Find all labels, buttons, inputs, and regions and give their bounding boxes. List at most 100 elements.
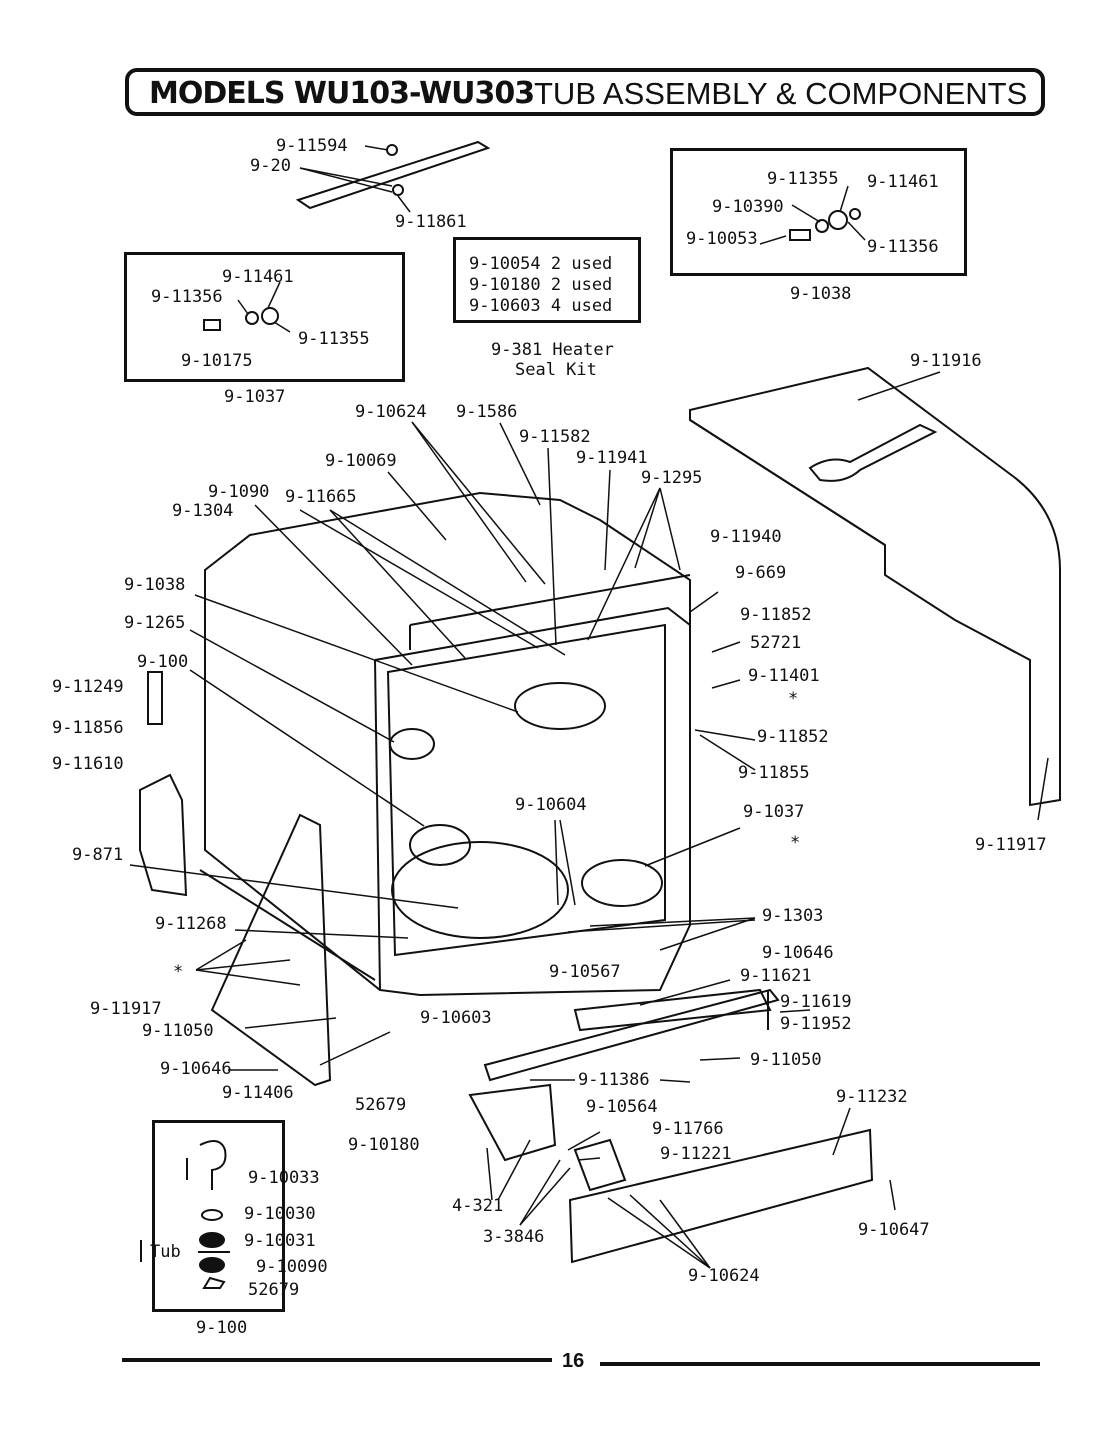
callout-9-11852-a: 9-11852: [740, 605, 812, 625]
callout-9-11221: 9-11221: [660, 1144, 732, 1164]
callout-9-11232: 9-11232: [836, 1087, 908, 1107]
callout-3-3846: 3-3846: [483, 1227, 545, 1247]
callout-9-11582: 9-11582: [519, 427, 591, 447]
latch-bracket: [573, 1138, 627, 1192]
left-frame: [210, 813, 332, 1087]
callout-tub-52679: 52679: [248, 1280, 300, 1300]
inset-box-9-1037: [124, 252, 405, 382]
callout-9-11401: 9-11401: [748, 666, 820, 686]
callout-inset-9-11461: 9-11461: [222, 267, 294, 287]
used-list-line-2: 9-10180 2 used: [469, 275, 613, 295]
title-bar: MODELS WU103-WU303 TUB ASSEMBLY & COMPON…: [125, 68, 1045, 116]
callout-star-c: *: [173, 962, 184, 982]
inset-label-9-100: 9-100: [196, 1318, 248, 1338]
callout-9-11952: 9-11952: [780, 1014, 852, 1034]
callout-9-1295: 9-1295: [641, 468, 703, 488]
used-list-line-1: 9-10054 2 used: [469, 254, 613, 274]
callout-9-10564: 9-10564: [586, 1097, 658, 1117]
callout-9-11940: 9-11940: [710, 527, 782, 547]
callout-star-b: *: [790, 833, 801, 853]
toe-plate: [568, 1128, 874, 1264]
used-list-box: [453, 237, 641, 323]
callout-9-11594: 9-11594: [276, 136, 348, 156]
callout-9-11050-right: 9-11050: [750, 1050, 822, 1070]
callout-9-11386: 9-11386: [578, 1070, 650, 1090]
bolt-part: [203, 319, 221, 331]
callout-9-10647: 9-10647: [858, 1220, 930, 1240]
callout-9-11249: 9-11249: [52, 677, 124, 697]
oval-9-1037: [581, 859, 663, 907]
section-title: TUB ASSEMBLY & COMPONENTS: [534, 76, 1028, 111]
callout-9-1586: 9-1586: [456, 402, 518, 422]
callout-9-100: 9-100: [137, 652, 189, 672]
callout-4-321: 4-321: [452, 1196, 504, 1216]
callout-9-10624-top: 9-10624: [355, 402, 427, 422]
callout-9-1303: 9-1303: [762, 906, 824, 926]
panel-cutout: [808, 423, 938, 482]
callout-9-11050-left: 9-11050: [142, 1021, 214, 1041]
callout-9-10646-right: 9-10646: [762, 943, 834, 963]
callout-9-1037: 9-1037: [743, 802, 805, 822]
tub-sump: [391, 841, 569, 939]
callout-52679: 52679: [355, 1095, 407, 1115]
callout-9-11766: 9-11766: [652, 1119, 724, 1139]
callout-9-11665: 9-11665: [285, 487, 357, 507]
used-list-line-3: 9-10603 4 used: [469, 296, 613, 316]
inset-box-9-100: [152, 1120, 285, 1312]
callout-9-11619: 9-11619: [780, 992, 852, 1012]
seal-kit-line-1: 9-381 Heater: [491, 340, 614, 360]
callout-52721: 52721: [750, 633, 802, 653]
callout-9-20: 9-20: [250, 156, 291, 176]
rack-rail-part: [295, 140, 491, 210]
callout-9-10624-bottom: 9-10624: [688, 1266, 760, 1286]
callout-9-10069: 9-10069: [325, 451, 397, 471]
inset-label-9-1037: 9-1037: [224, 387, 286, 407]
callout-9-10603: 9-10603: [420, 1008, 492, 1028]
callout-inset2-9-10053: 9-10053: [686, 229, 758, 249]
tub-hook: [199, 1140, 227, 1190]
drain-guard-part: [139, 773, 188, 897]
seal-kit-line-2: Seal Kit: [515, 360, 597, 380]
callout-inset2-9-11356: 9-11356: [867, 237, 939, 257]
tub-side-label: Tub: [150, 1242, 181, 1262]
callout-9-1304: 9-1304: [172, 501, 234, 521]
countertop-panel: [689, 366, 1061, 807]
callout-9-11610: 9-11610: [52, 754, 124, 774]
callout-tub-9-10033: 9-10033: [248, 1168, 320, 1188]
inset-label-9-1038: 9-1038: [790, 284, 852, 304]
rail-9-11619: [573, 988, 772, 1032]
callout-9-11856: 9-11856: [52, 718, 124, 738]
callout-9-1090: 9-1090: [208, 482, 270, 502]
callout-9-10604: 9-10604: [515, 795, 587, 815]
rail-9-11386: [483, 988, 780, 1082]
oval-9-1038: [514, 682, 606, 730]
callout-9-11917-right: 9-11917: [975, 835, 1047, 855]
callout-9-11855: 9-11855: [738, 763, 810, 783]
callout-9-11852-b: 9-11852: [757, 727, 829, 747]
callout-tub-9-10090: 9-10090: [256, 1257, 328, 1277]
callout-tub-9-10030: 9-10030: [244, 1204, 316, 1224]
callout-9-10180: 9-10180: [348, 1135, 420, 1155]
callout-9-1265: 9-1265: [124, 613, 186, 633]
callout-9-11621: 9-11621: [740, 966, 812, 986]
callout-9-11916: 9-11916: [910, 351, 982, 371]
callout-9-11268: 9-11268: [155, 914, 227, 934]
callout-star-a: *: [788, 689, 799, 709]
callout-9-11861: 9-11861: [395, 212, 467, 232]
oval-9-1265: [389, 728, 435, 760]
callout-9-1038: 9-1038: [124, 575, 186, 595]
callout-9-669: 9-669: [735, 563, 787, 583]
hinge-bracket: [468, 1083, 557, 1162]
callout-inset2-9-11355: 9-11355: [767, 169, 839, 189]
callout-9-871: 9-871: [72, 845, 124, 865]
callout-tub-9-10031: 9-10031: [244, 1231, 316, 1251]
footer-rule-right: [600, 1362, 1040, 1366]
callout-9-11941: 9-11941: [576, 448, 648, 468]
tub-body-outline: [204, 491, 691, 997]
callout-9-11406: 9-11406: [222, 1083, 294, 1103]
callout-9-11917-left: 9-11917: [90, 999, 162, 1019]
callout-9-10646-left: 9-10646: [160, 1059, 232, 1079]
callout-9-10567: 9-10567: [549, 962, 621, 982]
